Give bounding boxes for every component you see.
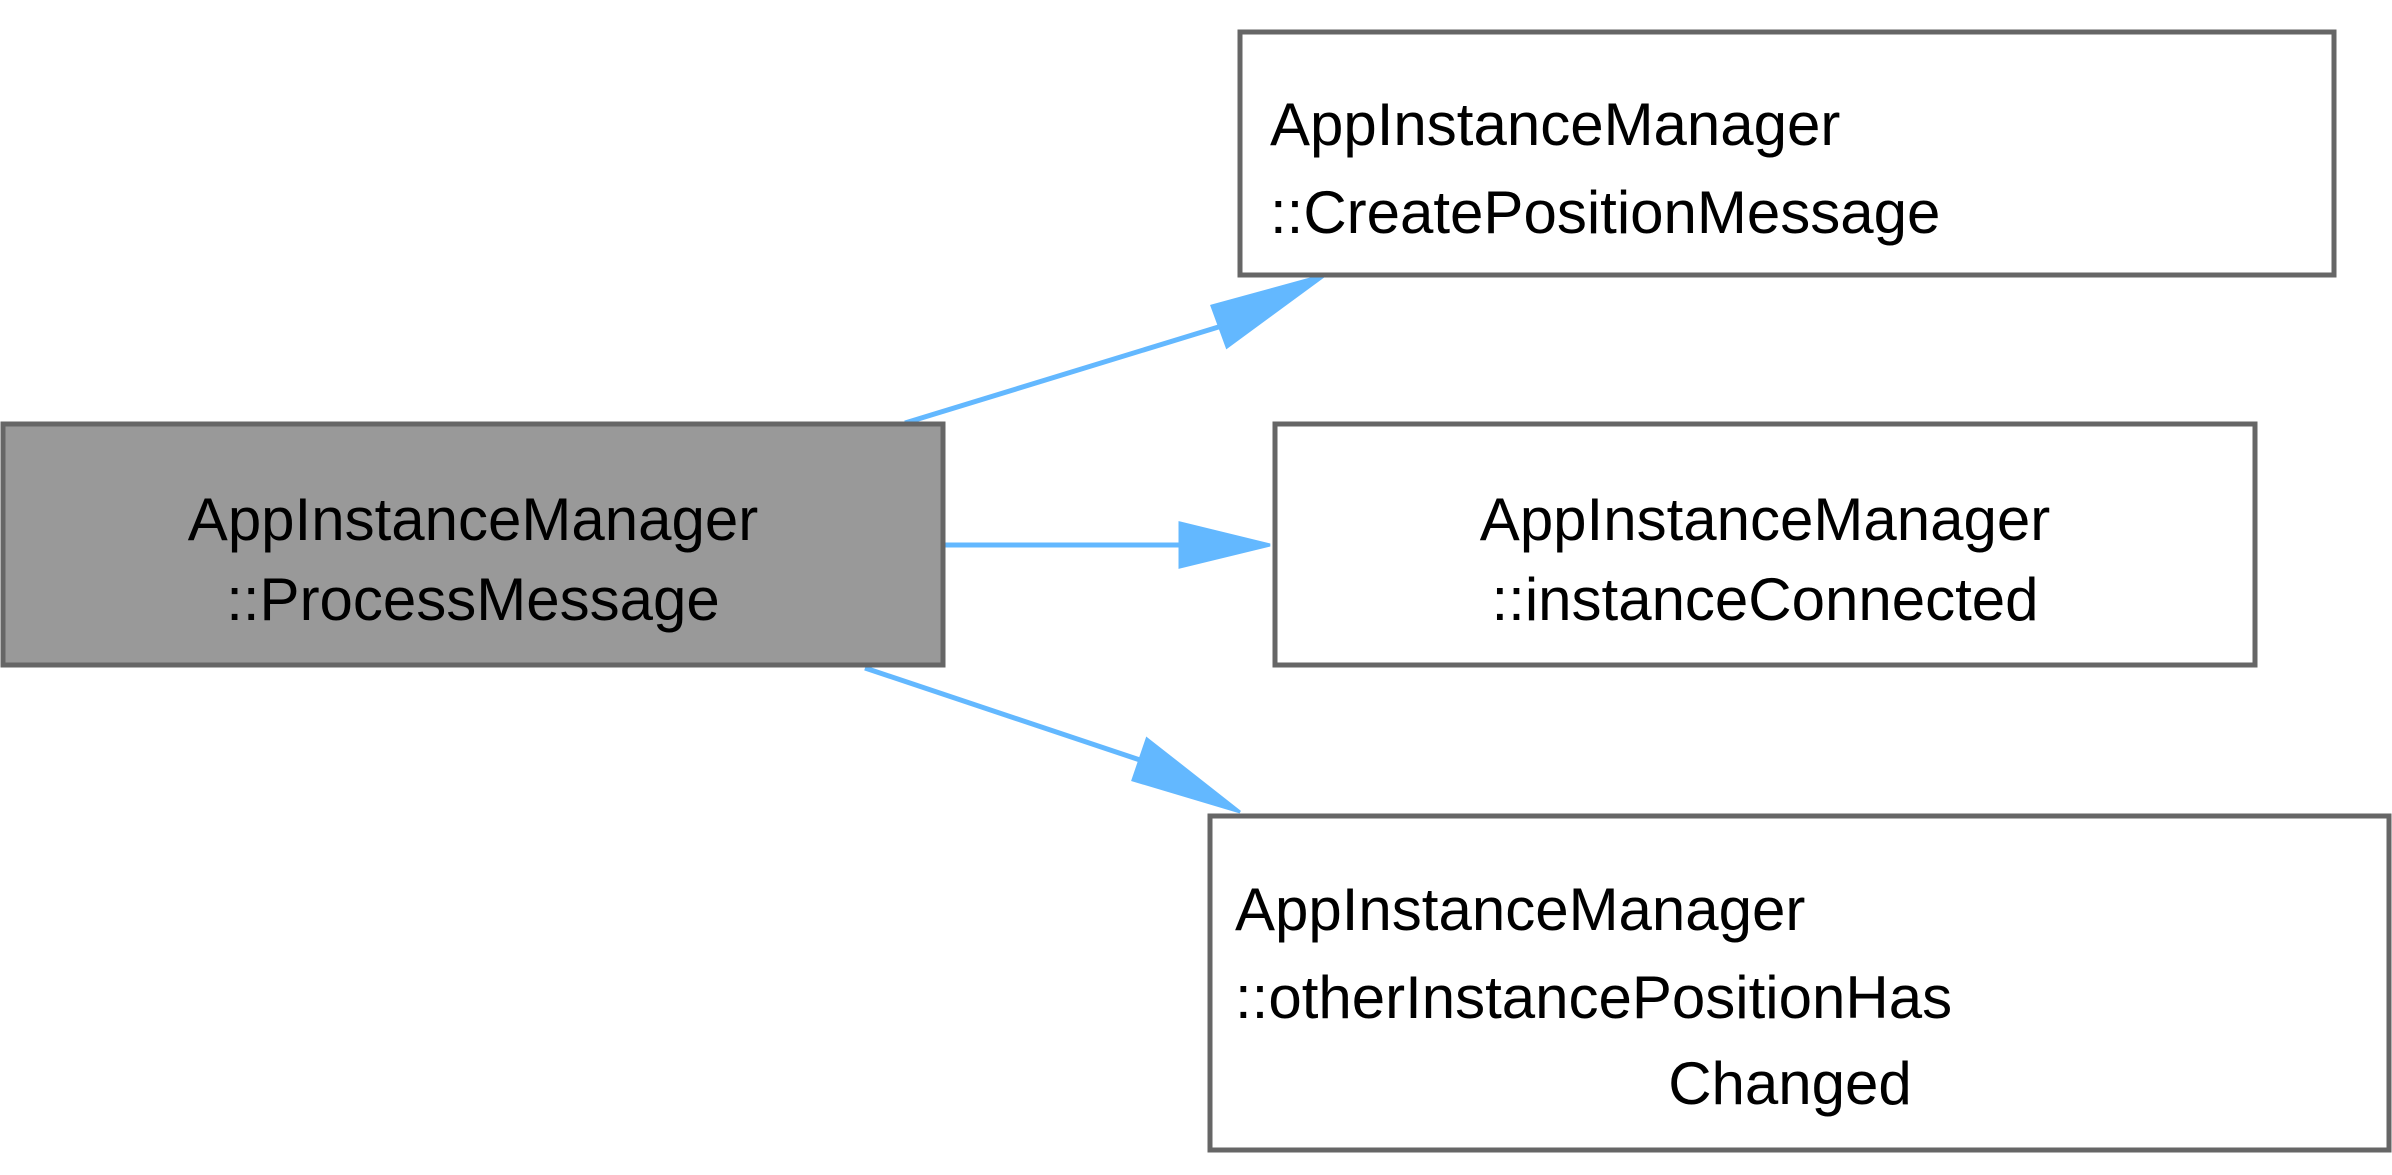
node-process-message[interactable]: AppInstanceManager ::ProcessMessage bbox=[0, 421, 946, 668]
edges bbox=[864, 273, 1326, 814]
node-box bbox=[0, 421, 946, 668]
node-label-line2: ::otherInstancePositionHas bbox=[1235, 964, 1952, 1031]
arrowhead bbox=[1131, 736, 1241, 814]
node-label-line2: ::ProcessMessage bbox=[226, 566, 720, 633]
node-label-line2: ::CreatePositionMessage bbox=[1270, 179, 1940, 246]
node-box bbox=[1207, 813, 2392, 1153]
arrowhead bbox=[1210, 273, 1326, 350]
arrowhead bbox=[1178, 521, 1271, 569]
node-box bbox=[1272, 421, 2258, 668]
node-label-line3: Changed bbox=[1668, 1050, 1912, 1117]
node-other-instance-position-has-changed[interactable]: AppInstanceManager ::otherInstancePositi… bbox=[1207, 813, 2392, 1153]
edge-to-instance-connected bbox=[945, 521, 1271, 569]
node-create-position-message[interactable]: AppInstanceManager ::CreatePositionMessa… bbox=[1237, 29, 2337, 278]
node-label-line1: AppInstanceManager bbox=[188, 486, 758, 553]
node-label-line1: AppInstanceManager bbox=[1235, 876, 1805, 943]
node-label-line1: AppInstanceManager bbox=[1270, 91, 1840, 158]
edge-line bbox=[904, 322, 1226, 426]
edge-line bbox=[864, 665, 1141, 763]
node-label-line1: AppInstanceManager bbox=[1480, 486, 2050, 553]
edge-to-create-position-message bbox=[904, 273, 1326, 426]
edge-to-other-instance-position-has-changed bbox=[864, 665, 1241, 814]
node-box bbox=[1237, 29, 2337, 278]
node-label-line2: ::instanceConnected bbox=[1491, 566, 2038, 633]
node-instance-connected[interactable]: AppInstanceManager ::instanceConnected bbox=[1272, 421, 2258, 668]
